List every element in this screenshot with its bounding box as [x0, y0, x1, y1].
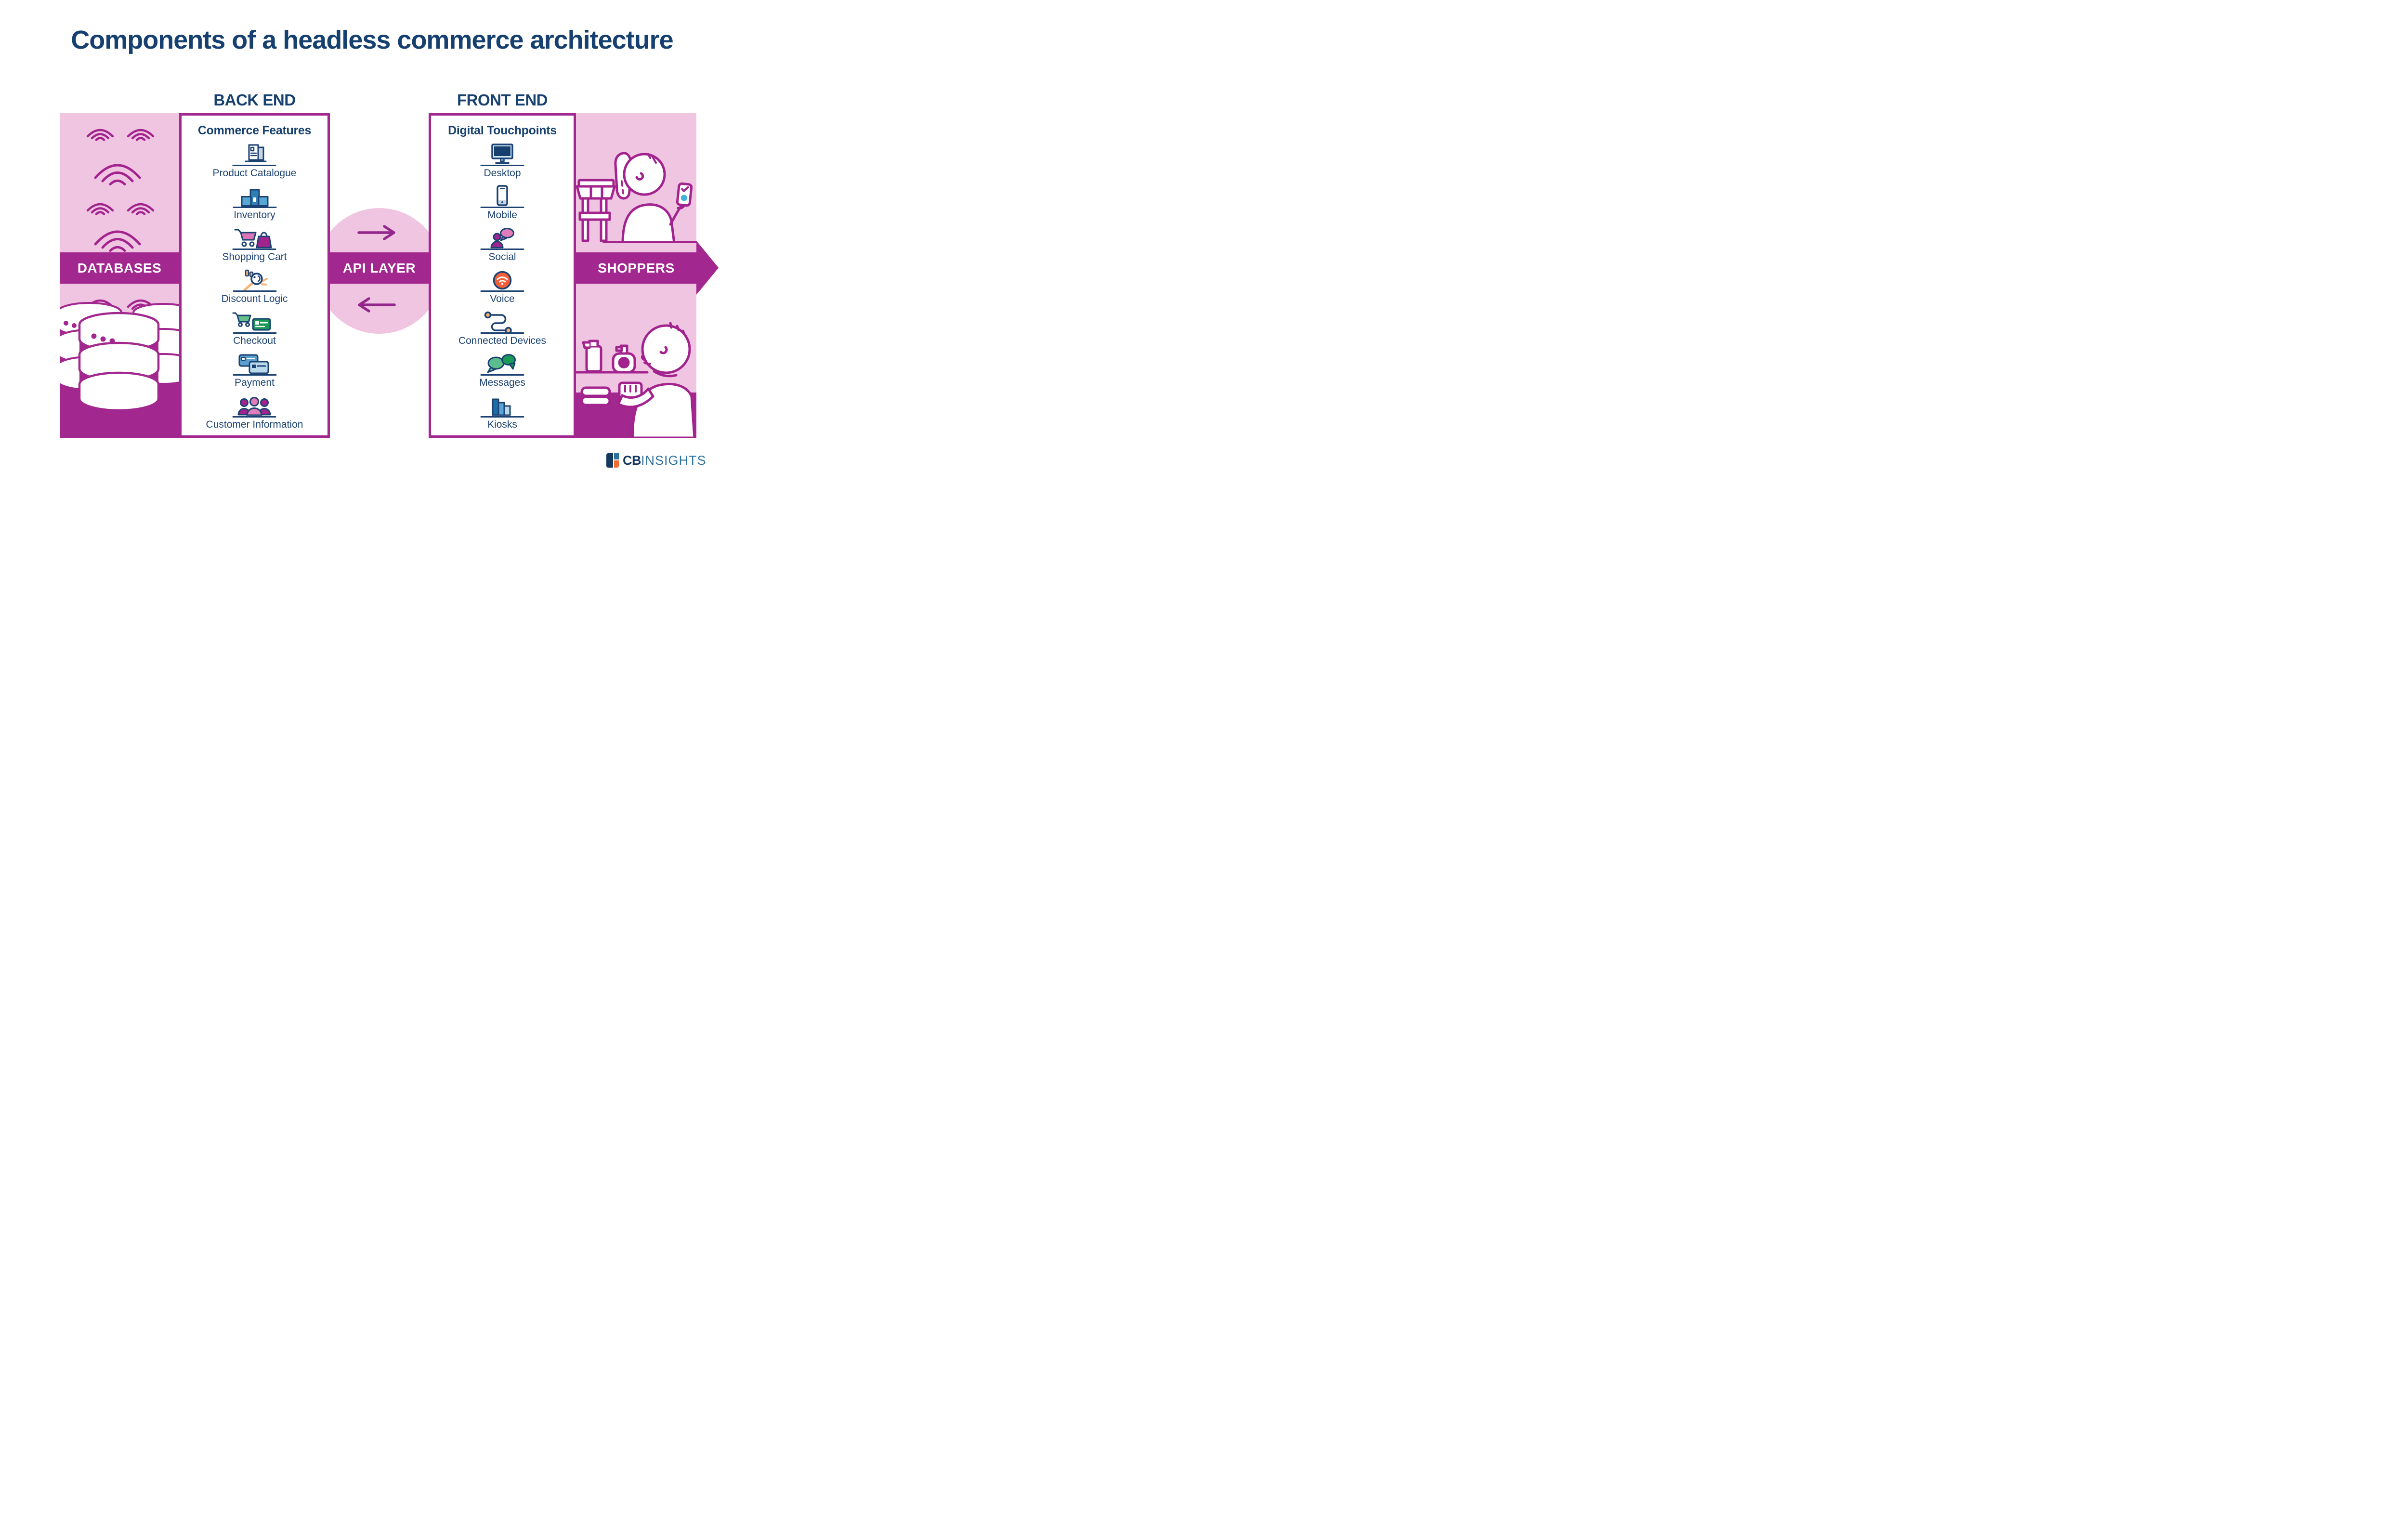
item-label: Social: [488, 251, 516, 262]
shoppers-banner: SHOPPERS: [576, 252, 696, 284]
touchpoint-item-social: Social: [479, 222, 525, 263]
commerce-item-payment: Payment: [232, 347, 278, 389]
commerce-features-box: Commerce Features Product Catalogue I: [179, 113, 330, 438]
woman-shopper-illustration: [576, 152, 696, 243]
touchpoint-item-messages: Messages: [479, 347, 525, 389]
back-end-header: BACK END: [213, 91, 296, 109]
mobile-icon: [480, 185, 524, 208]
discount-logic-icon: [233, 269, 276, 292]
api-layer-banner: API LAYER: [330, 252, 429, 284]
checkout-icon: [232, 312, 276, 334]
database-cylinders-illustration: [60, 302, 179, 438]
logo-prefix: CB: [623, 453, 641, 468]
touchpoint-item-desktop: Desktop: [479, 138, 525, 180]
touchpoint-item-mobile: Mobile: [479, 180, 525, 222]
commerce-item-shopping-cart: Shopping Cart: [222, 222, 287, 263]
touchpoint-item-voice: Voice: [479, 263, 525, 305]
headless-commerce-infographic: Components of a headless commerce archit…: [0, 0, 744, 473]
item-label: Discount Logic: [221, 293, 288, 304]
digital-touchpoints-title: Digital Touchpoints: [448, 124, 557, 137]
voice-icon: [480, 271, 524, 292]
item-label: Desktop: [484, 168, 521, 179]
shoppers-arrow-tip: [696, 241, 719, 295]
item-label: Messages: [479, 377, 525, 388]
databases-banner: DATABASES: [60, 252, 179, 284]
shopping-cart-icon: [232, 229, 276, 250]
product-catalogue-icon: [232, 144, 276, 166]
item-label: Checkout: [233, 335, 276, 346]
front-end-header: FRONT END: [457, 91, 548, 109]
messages-icon: [480, 354, 524, 376]
page-title: Components of a headless commerce archit…: [71, 26, 673, 54]
man-shopper-illustration: [576, 322, 696, 438]
item-label: Customer Information: [206, 419, 303, 430]
item-label: Mobile: [487, 209, 517, 221]
commerce-item-checkout: Checkout: [232, 305, 278, 347]
digital-touchpoints-box: Digital Touchpoints Desktop Mobile: [429, 113, 576, 438]
item-label: Inventory: [234, 209, 275, 221]
commerce-item-customer-information: Customer Information: [206, 389, 303, 431]
connected-devices-icon: [480, 311, 524, 334]
item-label: Payment: [235, 377, 275, 388]
customer-information-icon: [232, 397, 276, 418]
commerce-item-inventory: Inventory: [232, 180, 278, 222]
touchpoint-item-connected-devices: Connected Devices: [458, 305, 546, 347]
logo-suffix: INSIGHTS: [641, 453, 707, 468]
item-label: Product Catalogue: [212, 168, 297, 179]
payment-icon: [233, 354, 276, 376]
item-label: Shopping Cart: [222, 251, 287, 262]
item-label: Voice: [490, 293, 515, 304]
cbinsights-logo-mark: [606, 453, 619, 468]
touchpoint-item-kiosks: Kiosks: [479, 389, 525, 431]
social-icon: [480, 228, 524, 250]
inventory-icon: [233, 189, 276, 208]
commerce-features-title: Commerce Features: [197, 124, 312, 137]
shoppers-panel: [576, 113, 696, 438]
item-label: Kiosks: [487, 419, 517, 430]
kiosks-icon: [480, 398, 524, 418]
commerce-item-discount-logic: Discount Logic: [222, 263, 288, 305]
item-label: Connected Devices: [458, 335, 547, 346]
right-arrow-icon: [357, 225, 395, 240]
commerce-item-product-catalogue: Product Catalogue: [212, 138, 297, 180]
left-arrow-icon: [358, 297, 396, 313]
desktop-icon: [480, 144, 524, 166]
